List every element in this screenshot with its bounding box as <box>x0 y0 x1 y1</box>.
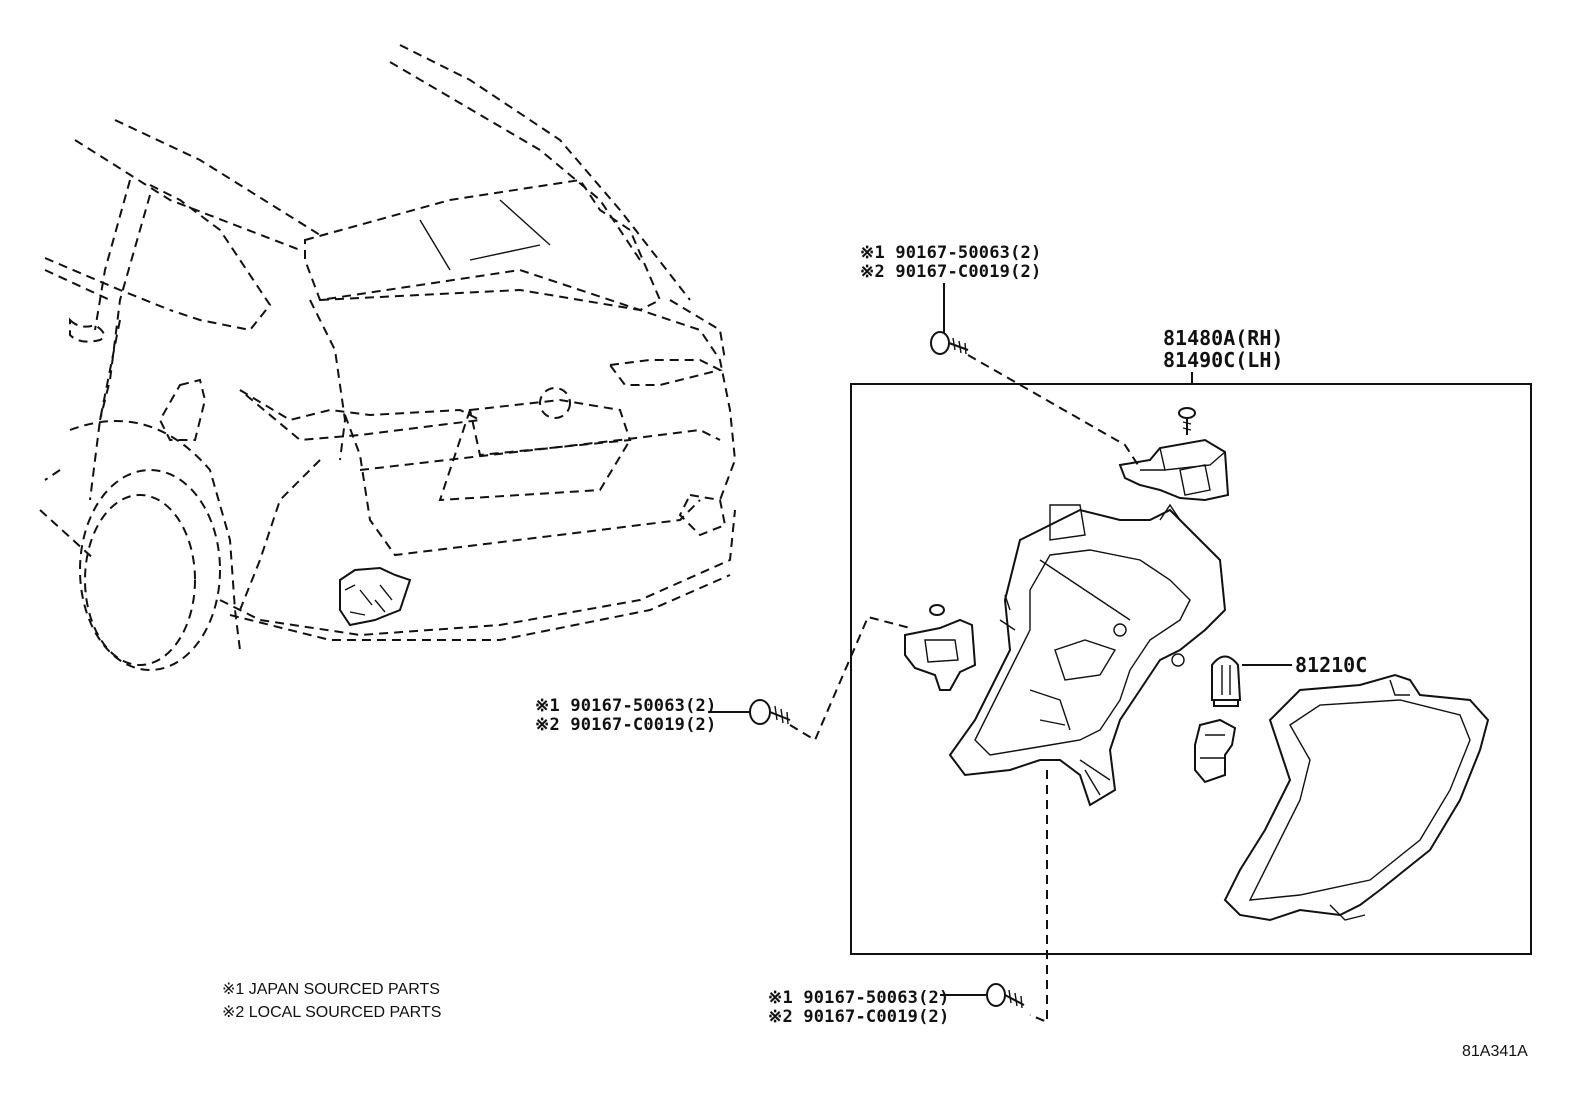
callout-top-line2: ※2 90167-C0019(2) <box>860 262 1041 282</box>
callout-left-line2: ※2 90167-C0019(2) <box>535 715 716 735</box>
callout-bottom-line2: ※2 90167-C0019(2) <box>768 1007 949 1027</box>
bolt-top-icon <box>930 331 969 355</box>
callout-lamp-rh: 81480A(RH) <box>1163 326 1283 350</box>
outer-lens <box>1223 673 1490 922</box>
lamp-housing <box>948 503 1227 807</box>
callout-left-line1: ※1 90167-50063(2) <box>535 696 716 716</box>
bolt-bottom-icon <box>986 983 1025 1009</box>
socket-icon <box>1194 718 1237 784</box>
callout-top-line1: ※1 90167-50063(2) <box>860 243 1041 263</box>
small-screw-icon <box>1178 407 1196 435</box>
note-japan-sourced: ※1 JAPAN SOURCED PARTS <box>222 981 440 998</box>
leader-lines <box>708 283 1292 1024</box>
callout-lamp-lh: 81490C(LH) <box>1163 348 1283 372</box>
illustration-id: 81A341A <box>1462 1043 1528 1060</box>
callout-bottom-line1: ※1 90167-50063(2) <box>768 988 949 1008</box>
side-bracket <box>904 604 977 691</box>
vehicle-outline <box>39 44 737 671</box>
note-local-sourced: ※2 LOCAL SOURCED PARTS <box>222 1004 441 1021</box>
upper-bracket <box>1118 438 1230 502</box>
callout-bulb: 81210C <box>1295 653 1367 677</box>
bolt-left-icon <box>749 699 791 725</box>
bulb-icon <box>1211 655 1242 707</box>
